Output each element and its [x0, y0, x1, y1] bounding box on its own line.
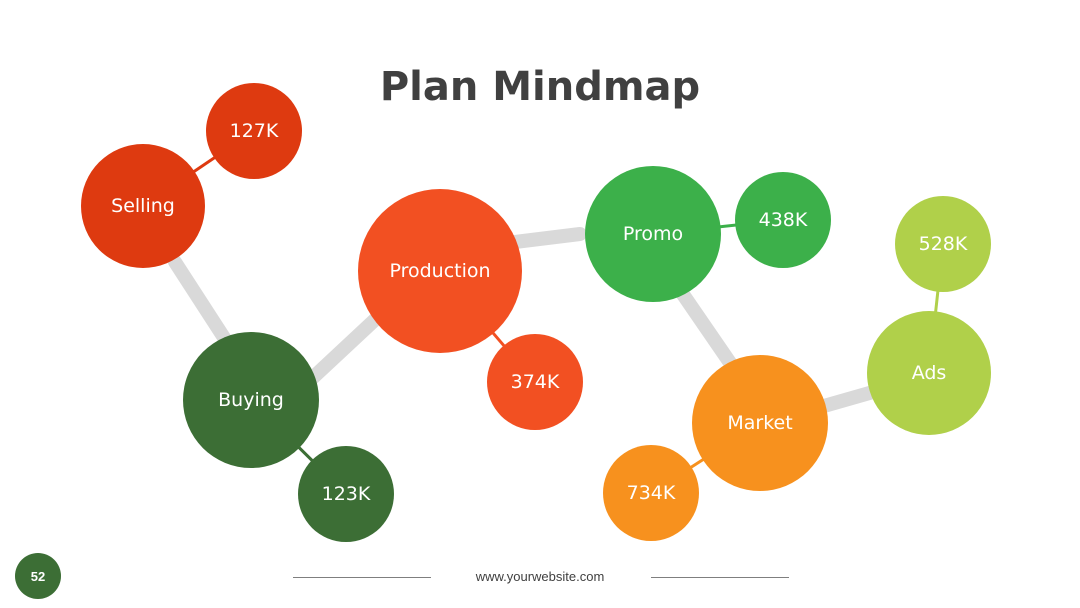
- node-promo_val: 438K: [735, 172, 831, 268]
- edge-selling-buying: [168, 255, 239, 357]
- node-circle-production: [358, 189, 522, 353]
- node-production_val: 374K: [487, 334, 583, 430]
- node-label-selling_val: 127K: [230, 120, 279, 142]
- node-ads_val: 528K: [895, 196, 991, 292]
- footer-divider-right: [651, 577, 789, 578]
- node-market: Market: [692, 355, 828, 491]
- node-label-production: Production: [389, 260, 490, 282]
- node-selling_val: 127K: [206, 83, 302, 179]
- node-label-buying: Buying: [218, 389, 284, 411]
- node-label-ads_val: 528K: [919, 233, 968, 255]
- page-number-badge: 52: [15, 553, 61, 599]
- node-circle-production_val: [487, 334, 583, 430]
- node-label-promo_val: 438K: [759, 209, 808, 231]
- node-circle-promo_val: [735, 172, 831, 268]
- node-circle-buying: [183, 332, 319, 468]
- node-label-selling: Selling: [111, 195, 175, 217]
- node-label-market_val: 734K: [627, 482, 676, 504]
- node-circle-promo: [585, 166, 721, 302]
- node-circle-selling_val: [206, 83, 302, 179]
- node-circle-ads_val: [895, 196, 991, 292]
- node-market_val: 734K: [603, 445, 699, 541]
- node-promo: Promo: [585, 166, 721, 302]
- node-buying_val: 123K: [298, 446, 394, 542]
- node-ads: Ads: [867, 311, 991, 435]
- node-production: Production: [358, 189, 522, 353]
- edge-promo-market: [673, 283, 742, 377]
- footer-divider-left: [293, 577, 431, 578]
- page-title: Plan Mindmap: [379, 64, 701, 110]
- node-circle-buying_val: [298, 446, 394, 542]
- mindmap-nodes: Selling 127K Buying 123K Production 374K Promo…: [81, 83, 991, 542]
- node-label-promo: Promo: [623, 223, 683, 245]
- node-buying: Buying: [183, 332, 319, 468]
- footer-website: www.yourwebsite.com: [475, 569, 605, 584]
- node-circle-ads: [867, 311, 991, 435]
- edge-production-promo: [508, 227, 587, 249]
- node-label-production_val: 374K: [511, 371, 560, 393]
- edge-buying-production: [298, 308, 387, 392]
- node-circle-selling: [81, 144, 205, 268]
- node-circle-market_val: [603, 445, 699, 541]
- node-label-buying_val: 123K: [322, 483, 371, 505]
- node-label-ads: Ads: [912, 362, 947, 384]
- node-circle-market: [692, 355, 828, 491]
- node-label-market: Market: [727, 412, 792, 434]
- node-selling: Selling: [81, 144, 205, 268]
